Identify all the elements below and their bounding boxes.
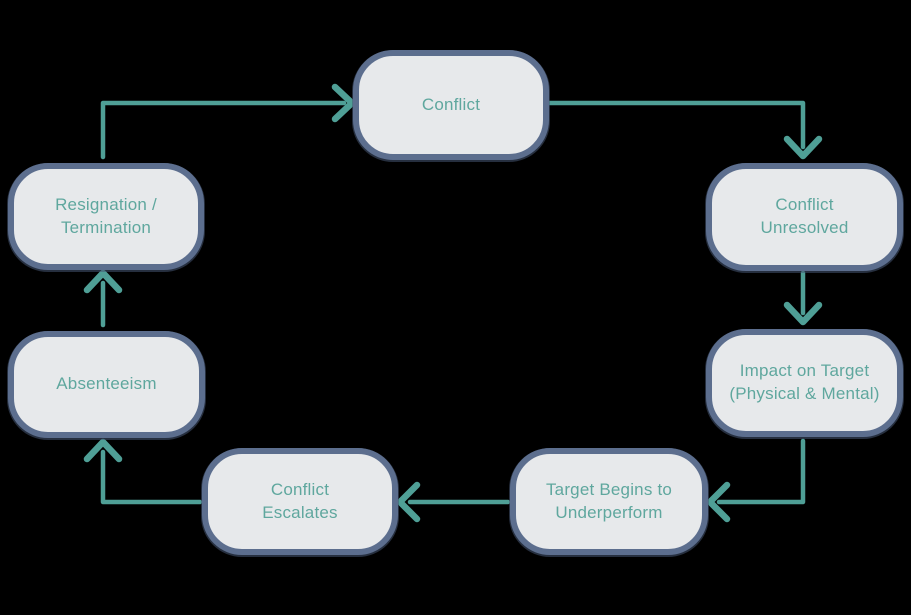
arrow-resignation-to-conflict xyxy=(100,83,356,160)
arrow-underperform-to-escalates xyxy=(396,481,511,523)
arrow-escalates-to-absenteeism xyxy=(83,438,203,505)
node-impact-on-target: Impact on Target (Physical & Mental) xyxy=(706,329,903,437)
node-conflict: Conflict xyxy=(353,50,549,160)
arrow-conflict-to-unresolved xyxy=(546,100,823,160)
node-resignation-termination: Resignation / Termination xyxy=(8,163,204,270)
node-target-begins-to-underperform: Target Begins to Underperform xyxy=(510,448,708,555)
arrow-impact-to-underperform xyxy=(706,438,806,523)
node-label: Absenteeism xyxy=(56,374,157,394)
arrow-unresolved-to-impact xyxy=(783,270,823,326)
arrow-absenteeism-to-resignation xyxy=(83,269,123,328)
node-conflict-unresolved: Conflict Unresolved xyxy=(706,163,903,271)
node-label: Target Begins to Underperform xyxy=(545,479,673,522)
node-label: Impact on Target (Physical & Mental) xyxy=(729,361,880,403)
node-label: Conflict Unresolved xyxy=(760,195,849,237)
node-label: Resignation / Termination xyxy=(55,194,157,237)
node-conflict-escalates: Conflict Escalates xyxy=(202,448,398,555)
node-label: Conflict Escalates xyxy=(262,479,338,522)
node-label: Conflict xyxy=(421,94,481,114)
node-absenteeism: Absenteeism xyxy=(8,331,205,438)
